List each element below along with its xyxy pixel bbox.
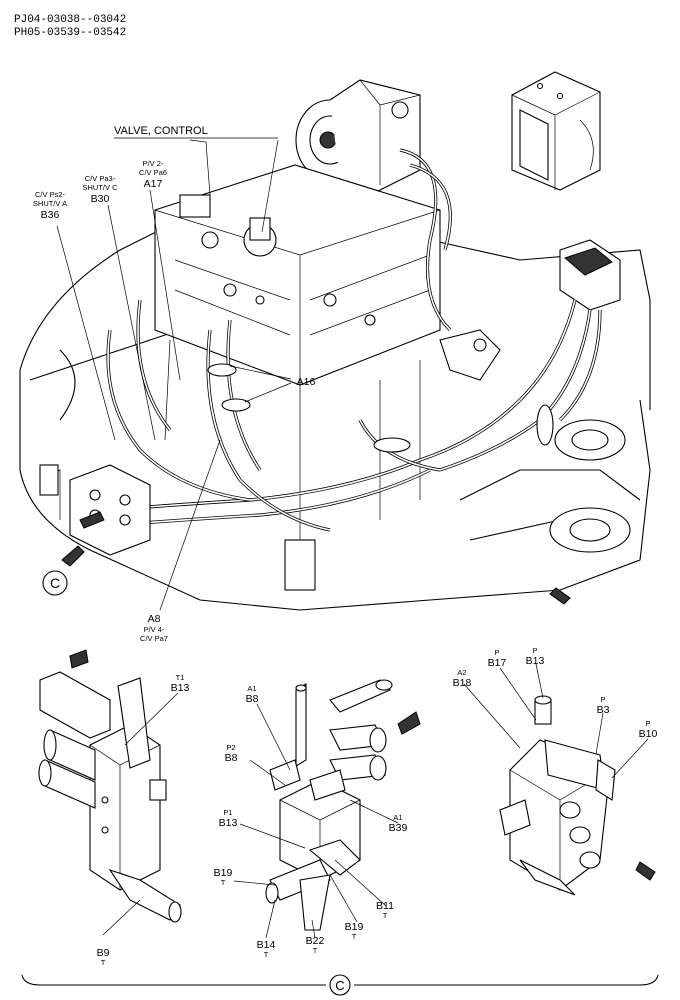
main-b36-code: B36 [41, 209, 60, 221]
main-a8-desc: C/V Pa7 [140, 634, 168, 643]
right-b10-port: P [645, 719, 650, 728]
view-bracket-right [354, 974, 659, 986]
detail-right-arrow-icon [635, 861, 656, 881]
center-b8b-code: B8 [225, 752, 238, 764]
detail-left-drawing [38, 649, 182, 936]
view-c-letter: C [50, 575, 60, 591]
main-a8-code: A8 [148, 613, 161, 625]
center-b14-code: B14 [257, 939, 276, 951]
center-b39-port: A1 [393, 813, 402, 822]
main-a8-desc: P/V 4- [144, 625, 165, 634]
main-b36-desc: SHUT/V A [33, 199, 67, 208]
main-b30-code: B30 [91, 193, 110, 205]
main-b30-desc: SHUT/V C [82, 183, 118, 192]
bottom-view-c-marker [329, 974, 351, 996]
view-arrow-icon [61, 545, 85, 567]
right-b3-port: P [600, 695, 605, 704]
right-b18-code: B18 [453, 677, 472, 689]
main-b30-desc: C/V Pa3- [85, 174, 116, 183]
control-valve-label: VALVE, CONTROL [114, 125, 208, 137]
center-b19b-port: T [352, 932, 357, 941]
center-b8b-port: P2 [226, 743, 235, 752]
right-b18-port: A2 [457, 668, 466, 677]
center-b8a-port: A1 [247, 684, 256, 693]
right-b10-code: B10 [639, 728, 658, 740]
right-b17-code: B17 [488, 657, 507, 669]
right-b13-port: P [532, 646, 537, 655]
left-b9-code: B9 [97, 947, 110, 959]
center-b13-code: B13 [219, 817, 238, 829]
view-c-marker [42, 570, 68, 596]
left-b9-port: T [101, 958, 106, 967]
right-b3-code: B3 [597, 704, 610, 716]
left-b13-port: T1 [176, 673, 185, 682]
main-assembly-drawing [19, 71, 651, 611]
center-b39-code: B39 [389, 822, 408, 834]
main-b36-desc: C/V Ps2- [35, 190, 66, 199]
right-b17-port: P [494, 648, 499, 657]
center-b22-port: T [313, 946, 318, 955]
header-line-2: PH05-03539--03542 [14, 27, 126, 39]
detail-center-drawing [233, 679, 421, 939]
center-b22-code: B22 [306, 935, 325, 947]
center-b8a-code: B8 [246, 693, 259, 705]
center-b19b-code: B19 [345, 921, 364, 933]
center-b11-code: B11 [376, 900, 394, 912]
center-b11-port: T [383, 911, 388, 920]
center-b19a-code: B19 [214, 867, 233, 879]
main-a17-desc: C/V Pa6 [139, 168, 167, 177]
main-a17-code: A17 [144, 178, 163, 190]
header-line-1: PJ04-03038--03042 [14, 14, 126, 26]
main-a16-code: A16 [297, 376, 316, 388]
detail-left-arrow-icon [69, 649, 89, 669]
bottom-view-c-letter: C [335, 978, 344, 993]
direction-arrow-icon [549, 587, 571, 605]
right-b13-code: B13 [526, 655, 545, 667]
center-b19a-port: T [221, 878, 226, 887]
left-b13-code: B13 [171, 682, 190, 694]
center-b13-port: P1 [223, 808, 232, 817]
view-bracket-left [21, 974, 326, 986]
center-b14-port: T [264, 950, 269, 959]
detail-right-drawing [463, 663, 656, 896]
detail-center-arrow-icon [397, 711, 421, 735]
main-a17-desc: P/V 2- [143, 159, 164, 168]
